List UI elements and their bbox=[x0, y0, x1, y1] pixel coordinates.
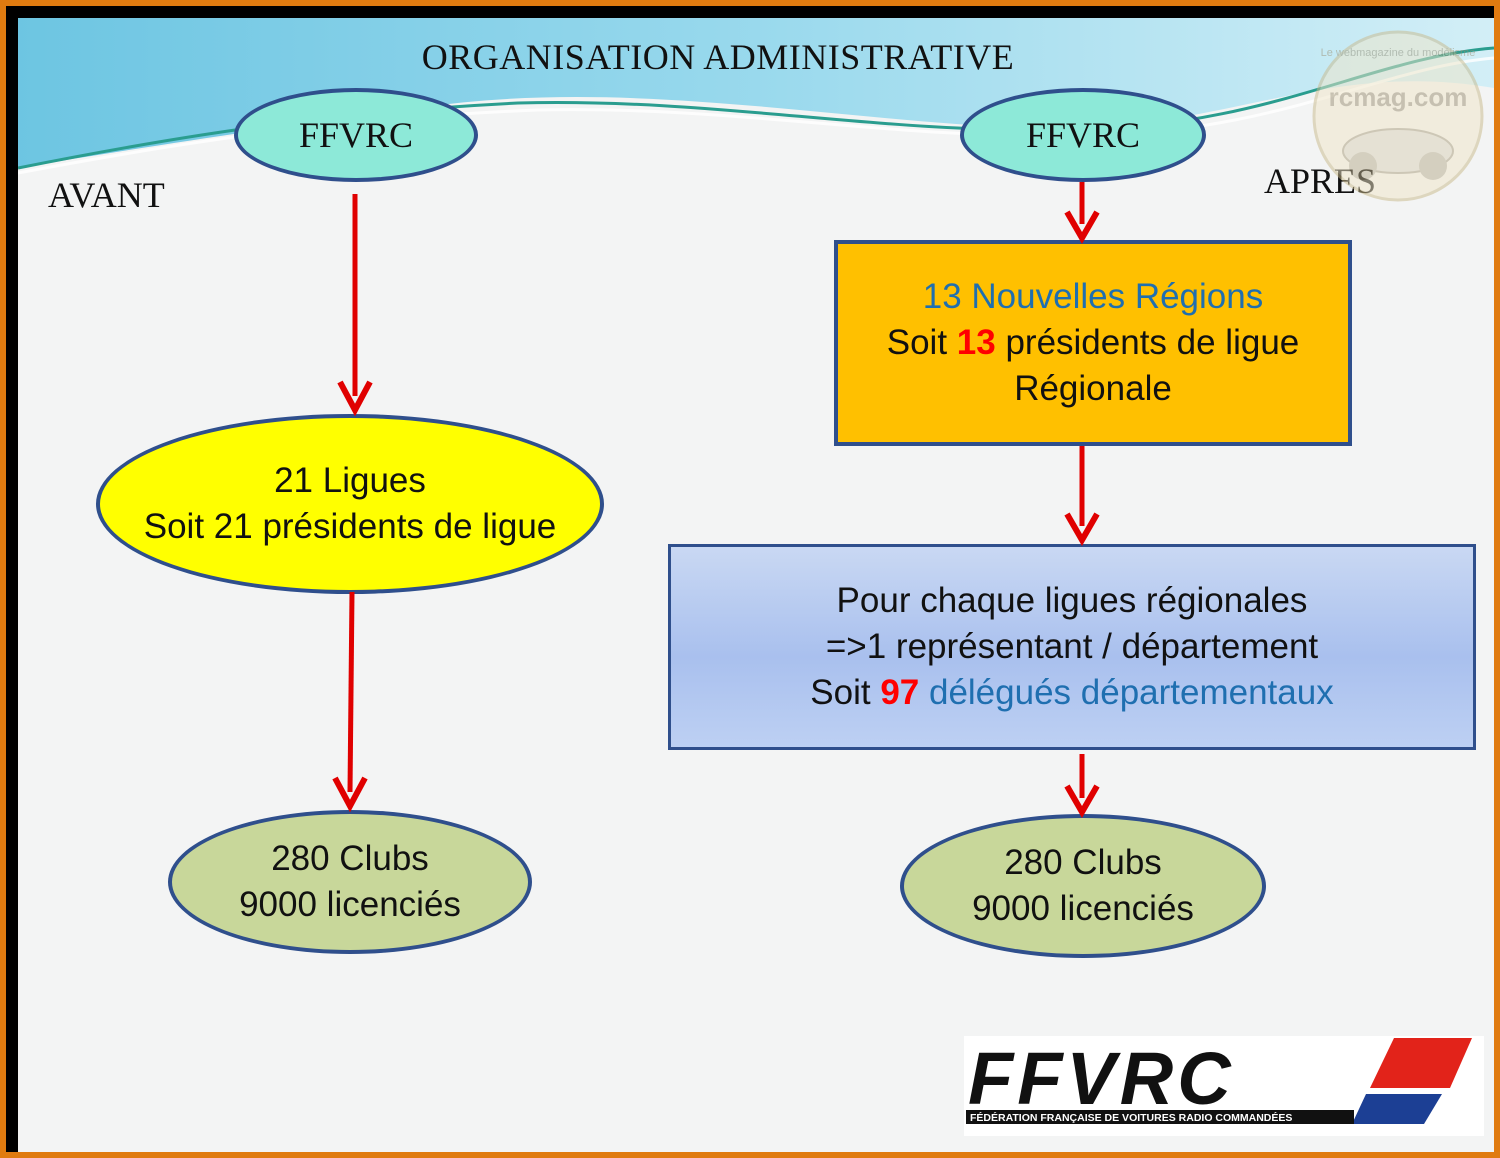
arrow-left-bottom bbox=[332, 591, 368, 813]
regions-line2-suffix: présidents de ligue bbox=[995, 323, 1300, 362]
watermark-tagline: Le webmagazine du modélisme bbox=[1321, 47, 1476, 59]
ligues-line1: 21 Ligues bbox=[274, 461, 426, 500]
left-clubs-line2: 9000 licenciés bbox=[239, 885, 461, 924]
left-ffvrc-node: FFVRC bbox=[234, 88, 478, 182]
delegates-count: 97 bbox=[880, 673, 920, 712]
slide: ORGANISATION ADMINISTRATIVE AVANT APRES … bbox=[18, 18, 1494, 1152]
ligues-line2: Soit 21 présidents de ligue bbox=[143, 507, 557, 546]
regions-line1: 13 Nouvelles Régions bbox=[922, 277, 1264, 316]
right-clubs-node: 280 Clubs 9000 licenciés bbox=[900, 814, 1266, 958]
arrow-left-top bbox=[337, 194, 373, 417]
regions-box: 13 Nouvelles Régions Soit 13 présidents … bbox=[834, 240, 1352, 446]
delegates-line2: =>1 représentant / département bbox=[825, 627, 1319, 666]
left-clubs-line1: 280 Clubs bbox=[271, 839, 429, 878]
regions-line2-prefix: Soit bbox=[886, 323, 957, 362]
watermark-site: rcmag.com bbox=[1329, 82, 1468, 112]
avant-label: AVANT bbox=[48, 175, 165, 215]
delegates-line3-prefix: Soit bbox=[810, 673, 881, 712]
regions-line3: Régionale bbox=[1014, 369, 1172, 408]
logo-text: FFVRC bbox=[968, 1037, 1235, 1120]
page-title: ORGANISATION ADMINISTRATIVE bbox=[421, 37, 1015, 77]
arrow-right-2 bbox=[1064, 446, 1100, 547]
arrow-right-3 bbox=[1064, 754, 1100, 819]
delegates-line3: Soit 97 délégués départementaux bbox=[810, 670, 1333, 716]
left-ffvrc-label: FFVRC bbox=[298, 115, 414, 155]
rcmag-watermark: rcmag.com Le webmagazine du modélisme bbox=[1308, 26, 1488, 206]
delegates-line3-suffix: délégués départementaux bbox=[919, 673, 1334, 712]
right-clubs-line1: 280 Clubs bbox=[1004, 843, 1162, 882]
right-clubs-line2: 9000 licenciés bbox=[972, 889, 1194, 928]
right-ffvrc-node: FFVRC bbox=[960, 88, 1206, 182]
regions-line2: Soit 13 présidents de ligue bbox=[887, 320, 1300, 366]
right-ffvrc-label: FFVRC bbox=[1025, 115, 1141, 155]
logo-subtitle: FÉDÉRATION FRANÇAISE DE VOITURES RADIO C… bbox=[970, 1111, 1292, 1124]
delegates-box: Pour chaque ligues régionales =>1 représ… bbox=[668, 544, 1476, 750]
regions-count: 13 bbox=[956, 323, 996, 362]
delegates-line1: Pour chaque ligues régionales bbox=[836, 581, 1308, 620]
arrow-right-1 bbox=[1064, 182, 1100, 245]
ffvrc-logo: FFVRC FÉDÉRATION FRANÇAISE DE VOITURES R… bbox=[964, 1036, 1484, 1136]
ligues-node: 21 Ligues Soit 21 présidents de ligue bbox=[96, 414, 604, 594]
connector-arrows bbox=[332, 182, 1100, 819]
left-clubs-node: 280 Clubs 9000 licenciés bbox=[168, 810, 532, 954]
